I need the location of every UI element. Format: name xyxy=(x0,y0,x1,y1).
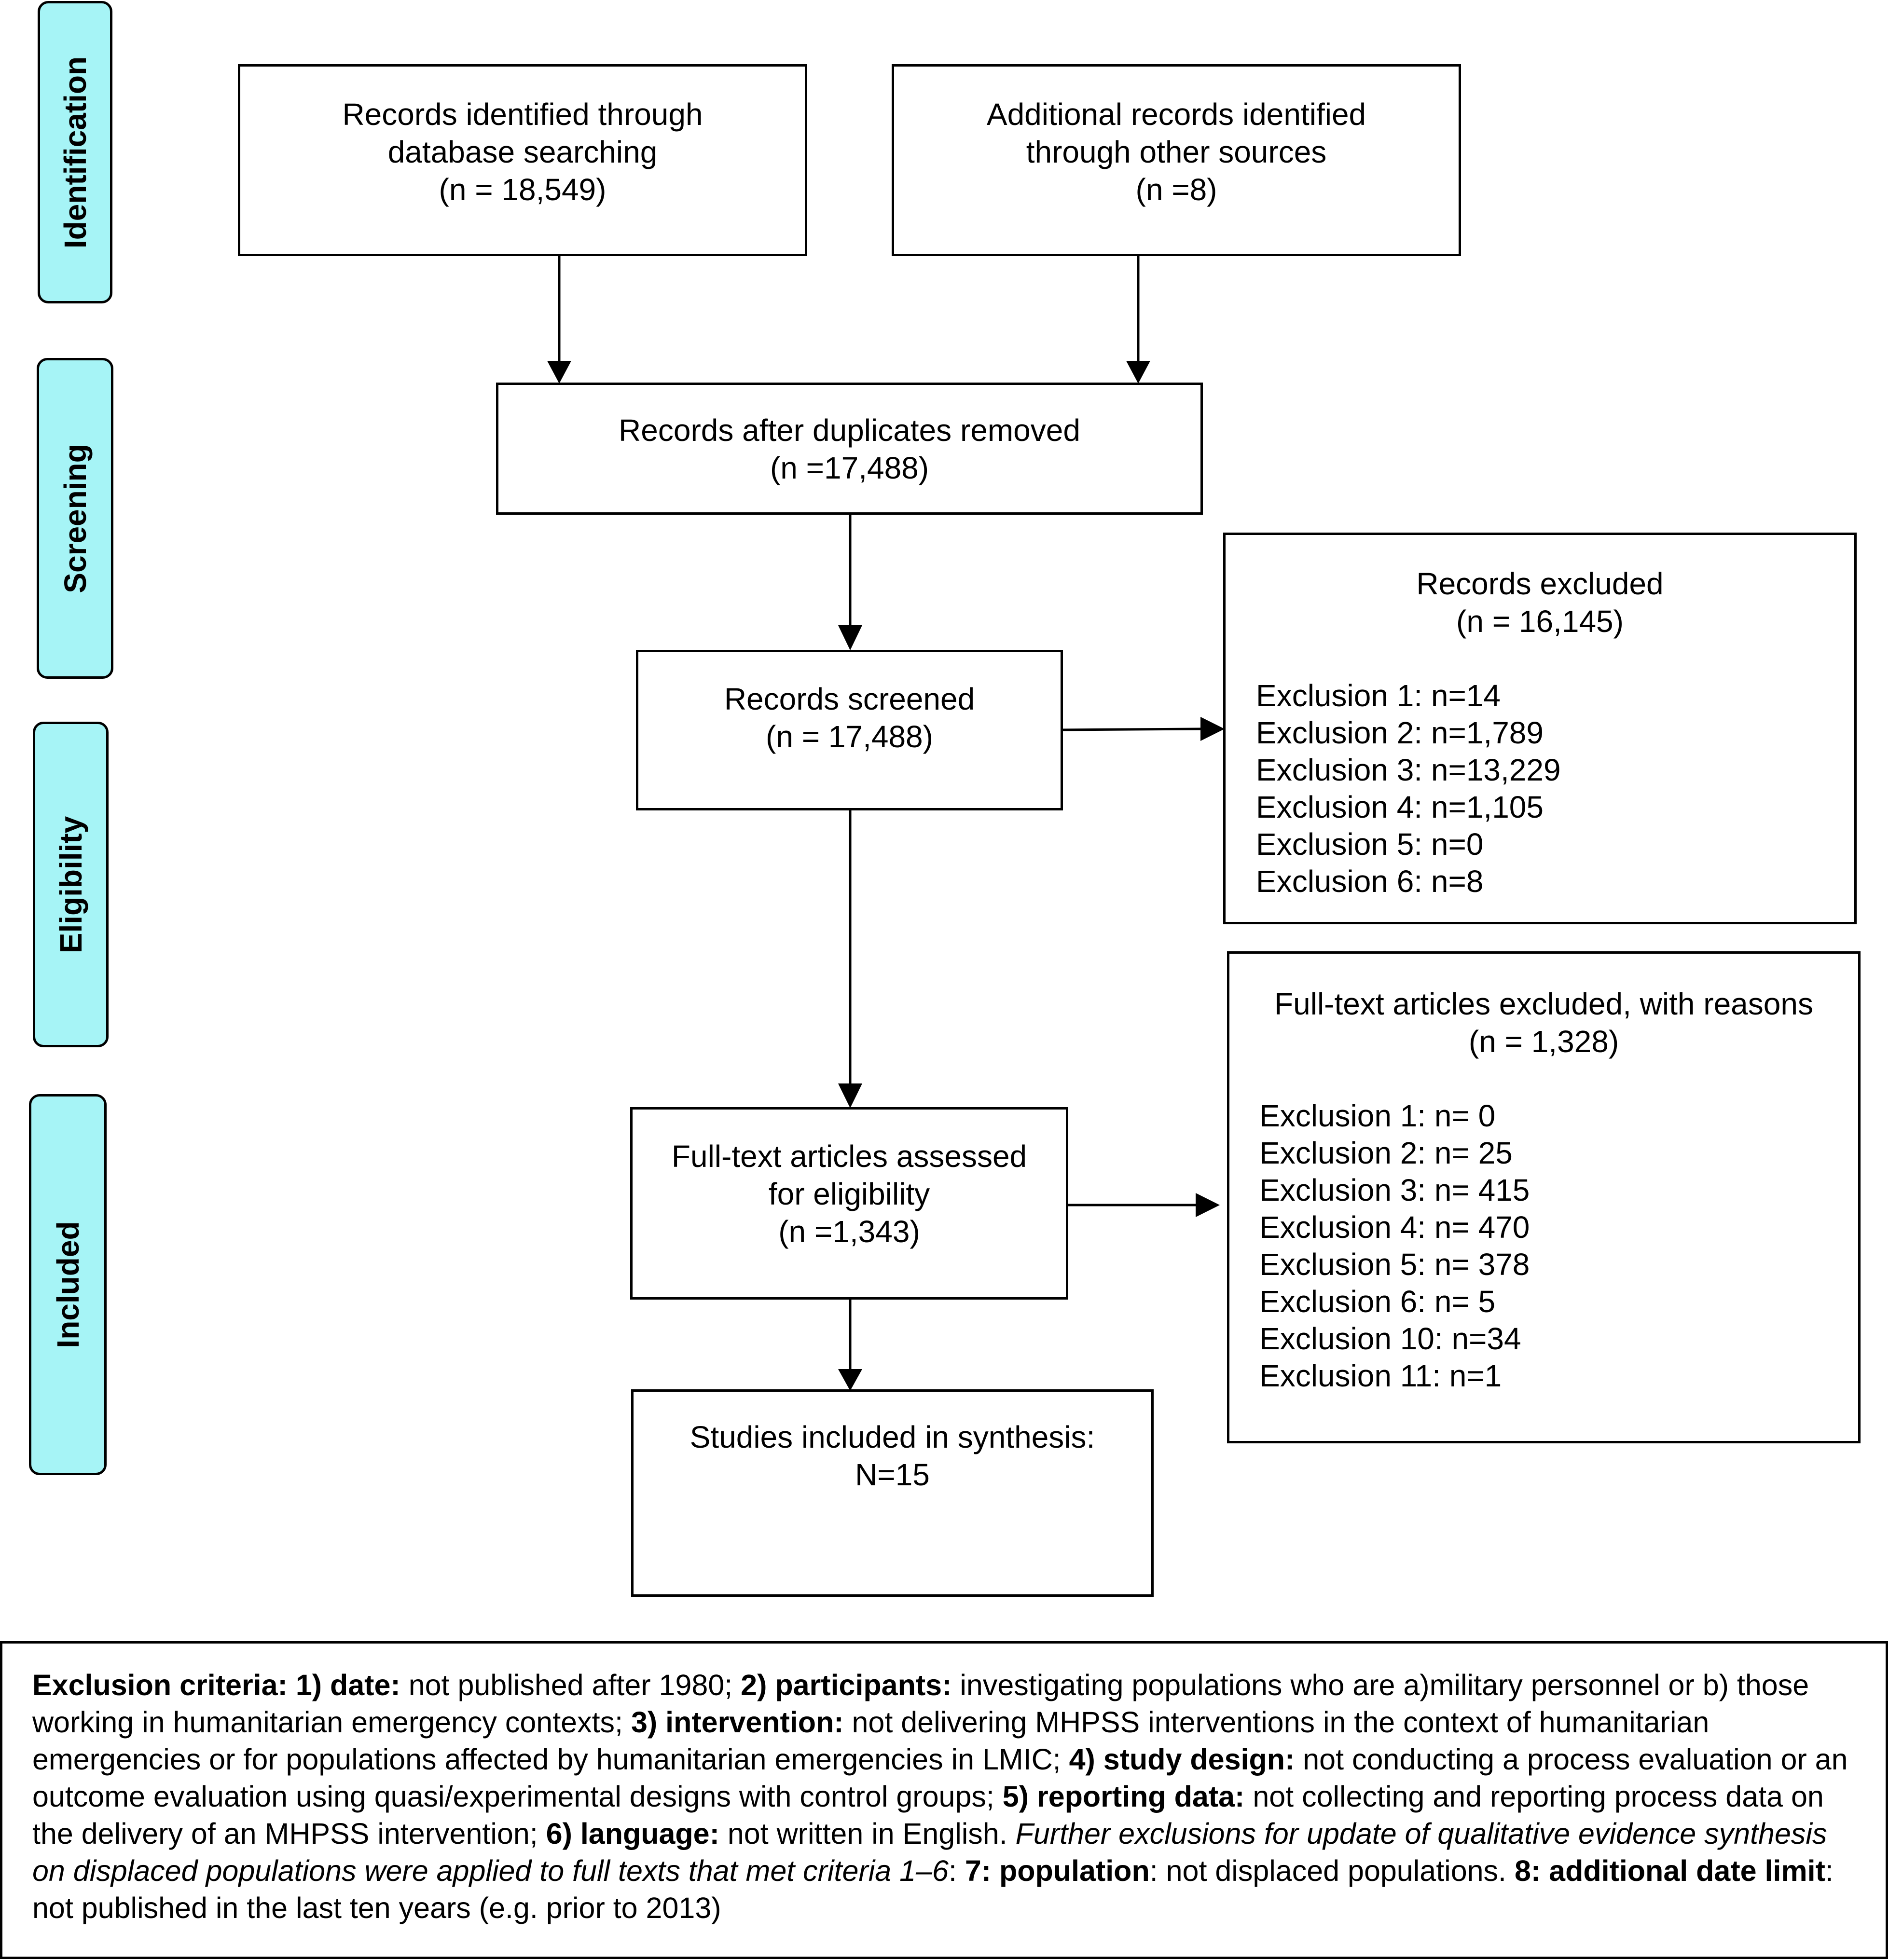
legend-text-date-limit: : not published in the last ten years (e… xyxy=(32,1854,1834,1924)
fulltext-assessed-line2: for eligibility xyxy=(768,1177,930,1211)
legend-key-reporting-data: 5) reporting data: xyxy=(1002,1780,1245,1813)
fulltext-assessed-count: (n =1,343) xyxy=(778,1214,920,1249)
box-records-screened: Records screened (n = 17,488) xyxy=(636,650,1063,810)
fulltext-excluded-item: Exclusion 1: n= 0 xyxy=(1259,1098,1496,1133)
studies-included-line1: Studies included in synthesis: xyxy=(689,1420,1095,1454)
duplicates-removed-line1: Records after duplicates removed xyxy=(619,413,1080,448)
box-database-search: Records identified through database sear… xyxy=(238,64,807,256)
legend-text-reporting-data: not collecting and reporting process dat… xyxy=(32,1780,1824,1850)
stage-eligibility: Eligibility xyxy=(33,722,109,1047)
stage-screening: Screening xyxy=(37,358,113,679)
exclusion-criteria-text: Exclusion criteria: 1) date: not publish… xyxy=(32,1667,1861,1927)
records-excluded-item: Exclusion 4: n=1,105 xyxy=(1256,790,1544,824)
legend-key-intervention: 3) intervention: xyxy=(631,1706,844,1739)
fulltext-excluded-item: Exclusion 3: n= 415 xyxy=(1259,1173,1530,1207)
legend-key-language: 6) language: xyxy=(546,1817,719,1850)
fulltext-excluded-item: Exclusion 4: n= 470 xyxy=(1259,1210,1530,1245)
fulltext-excluded-item: Exclusion 11: n=1 xyxy=(1259,1358,1502,1393)
legend-further-exclusions: Further exclusions for update of qualita… xyxy=(32,1817,1827,1887)
box-other-sources: Additional records identified through ot… xyxy=(892,64,1461,256)
legend-text-language: not written in English. xyxy=(719,1817,1016,1850)
fulltext-excluded-item: Exclusion 6: n= 5 xyxy=(1259,1284,1496,1319)
legend-key-study-design: 4) study design: xyxy=(1069,1743,1295,1776)
arrow-screened-to-excluded xyxy=(1061,727,1203,731)
legend-key-date: Exclusion criteria: 1) date: xyxy=(32,1669,400,1701)
records-excluded-item: Exclusion 2: n=1,789 xyxy=(1256,715,1544,750)
legend-text-population: : not displaced populations. xyxy=(1149,1854,1515,1887)
database-search-line1: Records identified through xyxy=(342,97,703,132)
records-excluded-item: Exclusion 3: n=13,229 xyxy=(1256,753,1561,787)
arrowhead-fulltext-excluded xyxy=(1196,1193,1220,1217)
studies-included-count: N=15 xyxy=(855,1457,930,1492)
database-search-count: (n = 18,549) xyxy=(439,172,607,207)
records-excluded-item: Exclusion 5: n=0 xyxy=(1256,827,1484,862)
stage-included: Included xyxy=(29,1094,107,1475)
legend-colon: : xyxy=(948,1854,965,1887)
records-screened-line1: Records screened xyxy=(724,682,975,716)
legend-text-date: not published after 1980; xyxy=(400,1669,741,1701)
legend-text-study-design: not conducting a process evaluation or a… xyxy=(32,1743,1848,1813)
legend-text-intervention: not delivering MHPSS interventions in th… xyxy=(32,1706,1710,1776)
records-excluded-title: Records excluded xyxy=(1416,566,1664,601)
fulltext-excluded-item: Exclusion 2: n= 25 xyxy=(1259,1136,1513,1170)
fulltext-excluded-item: Exclusion 10: n=34 xyxy=(1259,1321,1521,1356)
arrowhead-other xyxy=(1126,361,1150,384)
database-search-line2: database searching xyxy=(387,135,658,169)
arrowhead-database xyxy=(547,361,571,384)
arrowhead-records-excluded xyxy=(1200,717,1225,741)
records-screened-count: (n = 17,488) xyxy=(766,719,933,754)
box-duplicates-removed: Records after duplicates removed (n =17,… xyxy=(496,383,1203,515)
records-excluded-item: Exclusion 6: n=8 xyxy=(1256,864,1484,899)
records-excluded-count: (n = 16,145) xyxy=(1456,604,1624,639)
legend-key-participants: 2) participants: xyxy=(741,1669,952,1701)
other-sources-count: (n =8) xyxy=(1135,172,1217,207)
box-records-excluded: Records excluded (n = 16,145) Exclusion … xyxy=(1223,533,1857,924)
other-sources-line1: Additional records identified xyxy=(986,97,1366,132)
legend-text-participants: investigating populations who are a)mili… xyxy=(32,1669,1809,1739)
records-excluded-item: Exclusion 1: n=14 xyxy=(1256,678,1501,713)
fulltext-excluded-item: Exclusion 5: n= 378 xyxy=(1259,1247,1530,1282)
duplicates-removed-count: (n =17,488) xyxy=(770,451,929,485)
other-sources-line2: through other sources xyxy=(1026,135,1327,169)
box-studies-included: Studies included in synthesis: N=15 xyxy=(631,1389,1154,1597)
fulltext-excluded-title: Full-text articles excluded, with reason… xyxy=(1274,987,1813,1021)
box-fulltext-excluded: Full-text articles excluded, with reason… xyxy=(1227,951,1861,1443)
stage-identification: Identification xyxy=(38,1,112,303)
fulltext-assessed-line1: Full-text articles assessed xyxy=(671,1139,1027,1174)
arrowhead-fulltext xyxy=(838,1083,862,1108)
fulltext-excluded-count: (n = 1,328) xyxy=(1468,1024,1619,1059)
exclusion-criteria-legend: Exclusion criteria: 1) date: not publish… xyxy=(0,1641,1888,1959)
legend-key-population: 7: population xyxy=(965,1854,1150,1887)
box-fulltext-assessed: Full-text articles assessed for eligibil… xyxy=(630,1107,1068,1300)
legend-key-date-limit: 8: additional date limit xyxy=(1514,1854,1825,1887)
arrowhead-included xyxy=(838,1369,862,1391)
arrowhead-screened xyxy=(838,625,862,650)
